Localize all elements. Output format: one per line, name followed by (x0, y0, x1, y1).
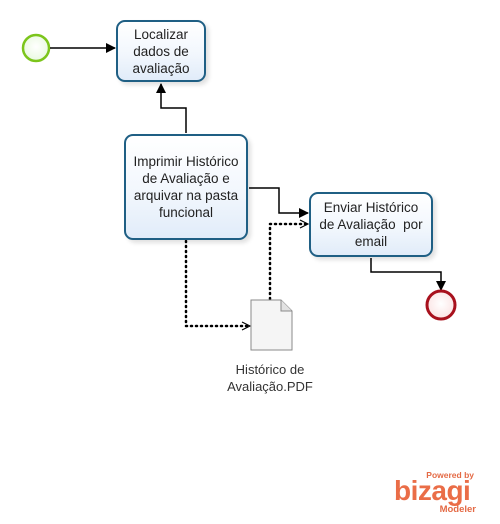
task-imprimir-historico[interactable]: Imprimir Histórico de Avaliação e arquiv… (124, 134, 248, 240)
brand-powered-by: Powered by (426, 470, 474, 480)
end-event[interactable] (425, 289, 457, 321)
document-label: Histórico de Avaliação.PDF (227, 362, 313, 394)
brand-product: Modeler (439, 504, 476, 515)
task-localizar-dados[interactable]: Localizar dados de avaliação (116, 20, 206, 82)
sequence-flow-enviar-to-end[interactable] (370, 258, 446, 291)
task-enviar-historico[interactable]: Enviar Histórico de Avaliação por email (309, 192, 433, 257)
task-imprimir-label: Imprimir Histórico de Avaliação e arquiv… (133, 154, 239, 220)
association-imprimir-to-document[interactable] (184, 239, 252, 326)
task-localizar-label: Localizar dados de avaliação (132, 26, 190, 76)
task-enviar-label: Enviar Histórico de Avaliação por email (319, 200, 423, 249)
sequence-flow-imprimir-to-localizar[interactable] (156, 83, 187, 133)
start-event[interactable] (21, 33, 51, 63)
sequence-flow-imprimir-to-enviar[interactable] (249, 187, 309, 218)
document-icon[interactable] (250, 299, 293, 351)
brand-name: bizagi (394, 475, 471, 506)
association-document-to-enviar[interactable] (268, 224, 310, 301)
